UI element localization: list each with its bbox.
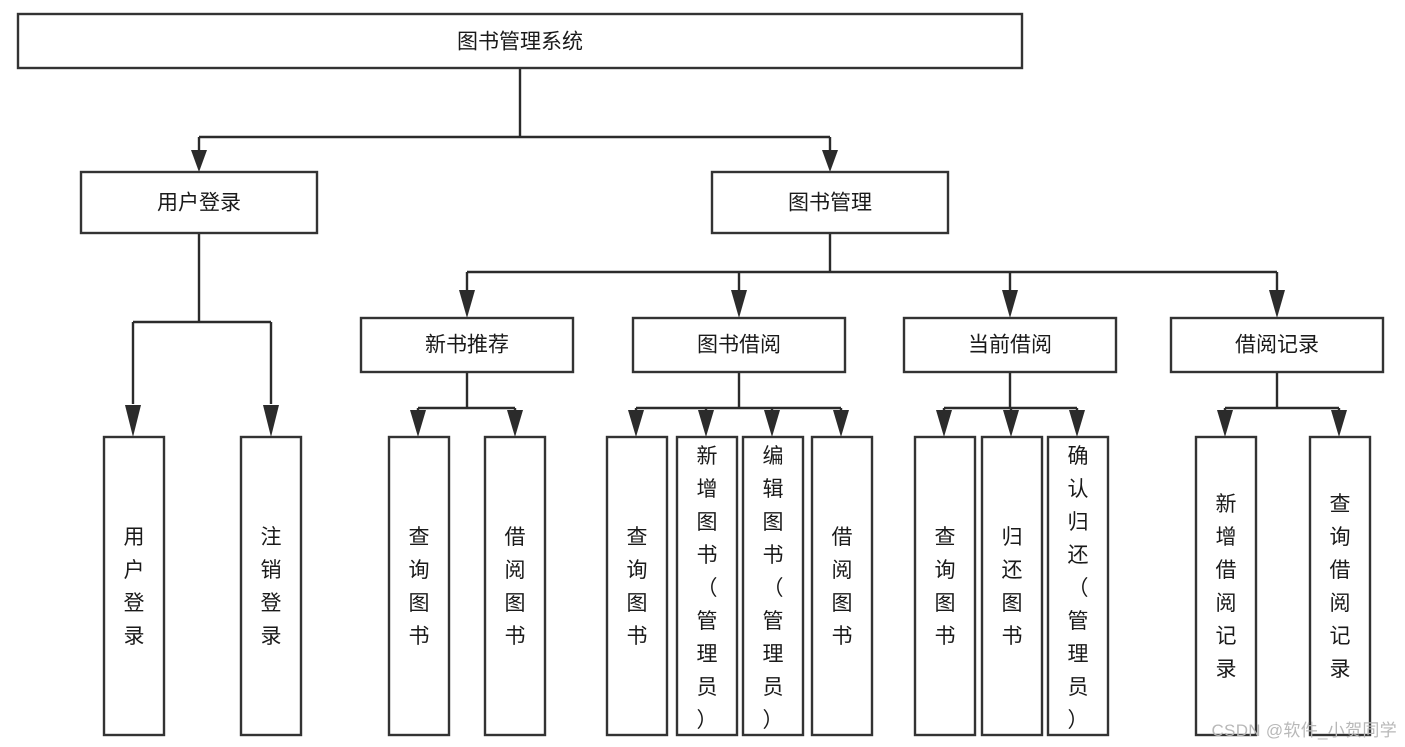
arrow-head-leaf-add-book bbox=[698, 410, 714, 437]
node-leaf-logout-login-box[interactable] bbox=[239, 435, 303, 737]
node-root[interactable]: 图书管理系统 bbox=[16, 12, 1024, 70]
node-user-login-box[interactable] bbox=[79, 170, 319, 235]
arrow-head-leaf-logout-login bbox=[263, 405, 279, 437]
node-leaf-edit-book-box[interactable] bbox=[741, 435, 805, 737]
node-leaf-borrow-book-1-label: 借阅图书 bbox=[505, 526, 526, 648]
node-book-management-box[interactable] bbox=[710, 170, 950, 235]
arrow-head-user-login bbox=[191, 150, 207, 172]
node-leaf-user-login[interactable]: 用户登录 bbox=[102, 435, 166, 737]
node-leaf-add-book[interactable]: 新增图书（管理员） bbox=[675, 435, 739, 737]
arrow-head-book-management bbox=[822, 150, 838, 172]
node-leaf-query-book-1[interactable]: 查询图书 bbox=[387, 435, 451, 737]
node-root-box[interactable] bbox=[16, 12, 1024, 70]
node-borrow-record[interactable]: 借阅记录 bbox=[1169, 316, 1385, 374]
node-leaf-borrow-book-1[interactable]: 借阅图书 bbox=[483, 435, 547, 737]
node-new-book-recommend-box[interactable] bbox=[359, 316, 575, 374]
arrow-head-leaf-edit-book bbox=[764, 410, 780, 437]
arrow-head-book-borrow bbox=[731, 290, 747, 318]
node-leaf-query-record-label: 查询借阅记录 bbox=[1330, 493, 1351, 681]
node-leaf-add-record-label: 新增借阅记录 bbox=[1216, 493, 1237, 681]
node-user-login-label: 用户登录 bbox=[157, 192, 241, 215]
node-leaf-add-book-label: 新增图书（管理员） bbox=[697, 445, 718, 732]
node-leaf-user-login-label: 用户登录 bbox=[124, 526, 145, 648]
node-leaf-query-record[interactable]: 查询借阅记录 bbox=[1308, 435, 1372, 737]
node-leaf-borrow-book-2-label: 借阅图书 bbox=[832, 526, 853, 648]
arrow-head-leaf-query-record bbox=[1331, 410, 1347, 437]
node-leaf-query-book-3-box[interactable] bbox=[913, 435, 977, 737]
node-leaf-add-record[interactable]: 新增借阅记录 bbox=[1194, 435, 1258, 737]
arrow-head-leaf-return-book bbox=[1003, 410, 1019, 437]
arrow-head-leaf-query-book-3 bbox=[936, 410, 952, 437]
node-leaf-return-book-label: 归还图书 bbox=[1002, 526, 1023, 648]
arrow-head-leaf-borrow-book-2 bbox=[833, 410, 849, 437]
node-leaf-edit-book[interactable]: 编辑图书（管理员） bbox=[741, 435, 805, 737]
arrow-head-new-book-recommend bbox=[459, 290, 475, 318]
node-leaf-query-book-2-box[interactable] bbox=[605, 435, 669, 737]
node-book-borrow-box[interactable] bbox=[631, 316, 847, 374]
node-leaf-add-record-box[interactable] bbox=[1194, 435, 1258, 737]
arrow-head-borrow-record bbox=[1269, 290, 1285, 318]
arrow-head-leaf-query-book-2 bbox=[628, 410, 644, 437]
node-leaf-borrow-book-2-box[interactable] bbox=[810, 435, 874, 737]
arrow-head-leaf-confirm-return bbox=[1069, 410, 1085, 437]
node-leaf-logout-login[interactable]: 注销登录 bbox=[239, 435, 303, 737]
node-leaf-query-book-1-label: 查询图书 bbox=[409, 526, 430, 648]
connector-layer bbox=[125, 68, 1347, 437]
node-leaf-confirm-return[interactable]: 确认归还（管理员） bbox=[1046, 435, 1110, 737]
node-leaf-borrow-book-1-box[interactable] bbox=[483, 435, 547, 737]
node-leaf-borrow-book-2[interactable]: 借阅图书 bbox=[810, 435, 874, 737]
arrow-head-leaf-user-login bbox=[125, 405, 141, 437]
csdn-watermark: CSDN @软件_小贺同学 bbox=[1211, 721, 1397, 740]
node-leaf-query-book-1-box[interactable] bbox=[387, 435, 451, 737]
node-leaf-query-book-3[interactable]: 查询图书 bbox=[913, 435, 977, 737]
arrow-head-leaf-add-record bbox=[1217, 410, 1233, 437]
node-current-borrow[interactable]: 当前借阅 bbox=[902, 316, 1118, 374]
arrow-head-leaf-query-book-1 bbox=[410, 410, 426, 437]
node-leaf-query-book-2-label: 查询图书 bbox=[627, 526, 648, 648]
arrow-head-current-borrow bbox=[1002, 290, 1018, 318]
node-leaf-edit-book-label: 编辑图书（管理员） bbox=[763, 445, 784, 732]
node-leaf-add-book-box[interactable] bbox=[675, 435, 739, 737]
node-new-book-recommend[interactable]: 新书推荐 bbox=[359, 316, 575, 374]
node-borrow-record-box[interactable] bbox=[1169, 316, 1385, 374]
node-leaf-confirm-return-box[interactable] bbox=[1046, 435, 1110, 737]
node-current-borrow-label: 当前借阅 bbox=[968, 334, 1052, 357]
node-current-borrow-box[interactable] bbox=[902, 316, 1118, 374]
node-book-management-label: 图书管理 bbox=[788, 192, 872, 215]
node-leaf-return-book-box[interactable] bbox=[980, 435, 1044, 737]
node-book-borrow[interactable]: 图书借阅 bbox=[631, 316, 847, 374]
node-leaf-logout-login-label: 注销登录 bbox=[261, 526, 282, 648]
node-root-label: 图书管理系统 bbox=[457, 31, 583, 54]
node-book-borrow-label: 图书借阅 bbox=[697, 334, 781, 357]
node-borrow-record-label: 借阅记录 bbox=[1235, 334, 1319, 357]
node-book-management[interactable]: 图书管理 bbox=[710, 170, 950, 235]
node-leaf-return-book[interactable]: 归还图书 bbox=[980, 435, 1044, 737]
node-leaf-query-record-box[interactable] bbox=[1308, 435, 1372, 737]
node-leaf-user-login-box[interactable] bbox=[102, 435, 166, 737]
arrow-head-leaf-borrow-book-1 bbox=[507, 410, 523, 437]
node-new-book-recommend-label: 新书推荐 bbox=[425, 334, 509, 357]
node-leaf-confirm-return-label: 确认归还（管理员） bbox=[1068, 445, 1089, 732]
node-leaf-query-book-3-label: 查询图书 bbox=[935, 526, 956, 648]
node-user-login[interactable]: 用户登录 bbox=[79, 170, 319, 235]
node-leaf-query-book-2[interactable]: 查询图书 bbox=[605, 435, 669, 737]
